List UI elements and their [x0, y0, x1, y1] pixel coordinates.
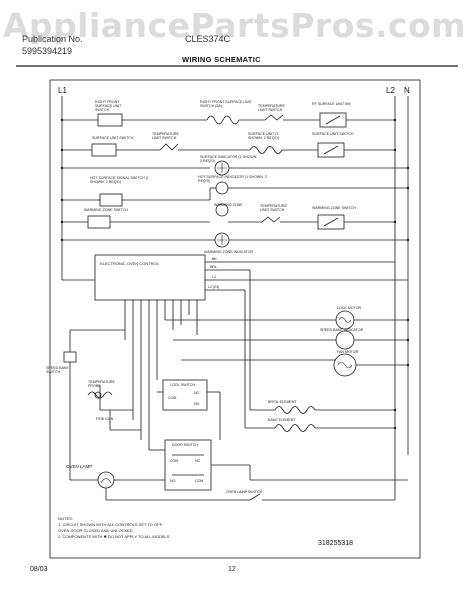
label-oven-lamp: OVEN LAMP [66, 464, 93, 469]
label-speed-bake-indicator: SPEED BAKE INDICATOR [320, 328, 364, 332]
page-title: WIRING SCHEMATIC [182, 55, 261, 64]
electronic-oven-control-box [94, 254, 206, 301]
label-door-switch: DOOR SWITCH [172, 443, 198, 447]
door-switch-nc: NC [195, 459, 201, 463]
footer-page: 12 [228, 566, 236, 573]
label-temperature-limit-switch-top: TEMPERATURE LIMIT SWITCH [258, 104, 285, 112]
right-front-surface-unit-coil [206, 115, 240, 125]
label-speed-bake-switch: SPEED BAKE SWITCH [46, 366, 69, 374]
label-fan-motor: FAN MOTOR [337, 350, 359, 354]
rail-label-l2: L2 [386, 86, 395, 95]
label-hot-surface-indicator: HOT SURFACE INDICATOR (1 SHOWN, 2 REQ'D) [198, 175, 267, 183]
label-temperature-limit-switch-right: TEMPERATURE LIMIT SWITCH [260, 204, 287, 212]
publication-label: Publication No. [22, 34, 83, 44]
warming-zone-lamp [215, 203, 229, 217]
rail-label-l1: L1 [58, 86, 67, 95]
rail-label-n: N [404, 86, 410, 95]
lock-switch-com: COM [168, 396, 177, 400]
label-warming-zone-lamp: WARMING ZONE [214, 203, 243, 207]
model-number: CLES374C [185, 34, 231, 44]
label-bake-element: BAKE ELEMENT [268, 418, 296, 422]
terminal-l1: L1 [212, 275, 216, 279]
label-rf-surface-unit: RF SURFACE UNIT 5W [312, 102, 351, 106]
label-temperature-limit-switch-mid: TEMPERATURE LIMIT SWITCH [152, 132, 179, 140]
diagram-border [49, 79, 421, 559]
label-surface-unit-dual: SURFACE UNIT (1 SHOWN, 2 REQ'D) [248, 132, 280, 140]
lock-switch-nc: NC [194, 391, 200, 395]
surface-unit-switch [91, 143, 117, 157]
oven-lamp-switch [249, 493, 261, 501]
label-lock-motor: LOCK MOTOR [337, 306, 362, 310]
door-switch-no: NO [170, 479, 176, 483]
broil-element [274, 406, 316, 414]
note-2: 2. COMPONENTS WITH ✱ DO NOT APPLY TO ALL… [58, 534, 171, 539]
terminal-bk: BK [212, 257, 217, 261]
surface-unit-coil [249, 146, 283, 154]
watermark: AppliancePartsPros.com [2, 6, 467, 45]
label-warming-zone-switch-right: WARMING ZONE SWITCH [312, 206, 356, 210]
lock-switch-no: NO [194, 402, 200, 406]
temperature-limit-switch-mid [159, 143, 179, 151]
terminal-l2: L2 (IN) [208, 285, 219, 289]
label-electronic-oven-control: ELECTRONIC OVEN CONTROL [100, 261, 159, 266]
bake-element [274, 424, 316, 432]
label-surface-unit-switch: SURFACE UNIT SWITCH [92, 136, 134, 140]
label-surface-indicator: SURFACE INDICATOR (1 SHOWN, 2 REQ'D) [200, 155, 258, 163]
publication-number: 5995394219 [22, 46, 73, 56]
oven-lamp [97, 471, 115, 489]
label-oven-lamp-switch: OVEN LAMP SWITCH [226, 490, 263, 494]
label-right-surface-unit-switch: RIGHT FRONT SURFACE UNIT SWITCH (5A) [200, 100, 252, 108]
hot-surface-signal-switch [99, 193, 123, 207]
label-warming-zone-indicator: WARMING ZONE INDICATOR [204, 250, 254, 254]
warming-zone-switch-left [87, 215, 111, 229]
note-1: 1. CIRCUIT SHOWN WITH ALL CONTROLS SET T… [58, 522, 163, 527]
note-1b: OVEN DOOR CLOSED AND UNLOCKED. [58, 528, 134, 533]
label-hot-surface-signal-switch: HOT SURFACE SIGNAL SWITCH (1 SHOWN, 2 RE… [90, 176, 149, 184]
part-number: 318255318 [318, 540, 354, 547]
door-switch-com: COM [170, 459, 179, 463]
label-surface-unit-switch-small: SURFACE UNIT SWITCH [312, 132, 354, 136]
terminal-brl: BRL [210, 265, 217, 269]
notes-heading: NOTES: [58, 516, 73, 521]
temperature-limit-switch-top [264, 114, 284, 121]
speed-bake-indicator [335, 330, 355, 350]
temperature-limit-switch-right [261, 216, 281, 223]
right-front-surface-unit-switch [97, 113, 123, 127]
label-broil-element: BROIL ELEMENT [268, 400, 297, 404]
lock-switch [162, 379, 208, 411]
label-warming-zone-switch-left: WARMING ZONE SWITCH [84, 208, 128, 212]
label-temperature-probe: TEMPERATURE PROBE [88, 380, 115, 388]
footer-date: 08/03 [30, 566, 48, 573]
speed-bake-switch [63, 351, 77, 363]
label-lock-switch: LOCK SWITCH [170, 383, 195, 387]
label-right-front-surface-unit-switch: RIGHT FRONT SURFACE UNIT SWITCH [95, 100, 122, 112]
hot-surface-indicator-lamp [215, 181, 229, 195]
temperature-probe [87, 391, 113, 399]
door-switch-com2: COM [195, 479, 204, 483]
label-fire-gun: FIRE GUN [96, 417, 114, 421]
